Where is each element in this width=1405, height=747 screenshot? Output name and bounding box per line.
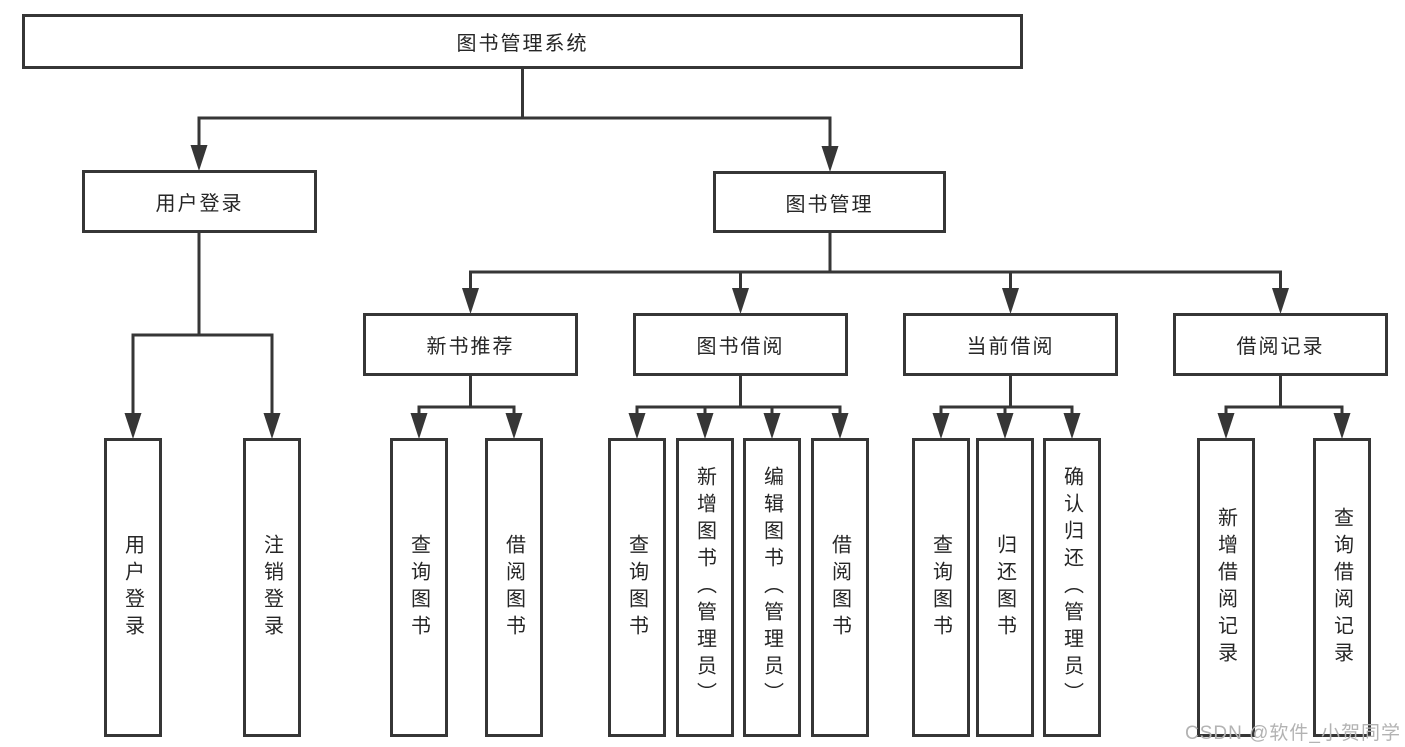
arrowhead-icon xyxy=(190,145,208,171)
node-leaf-logout: 注销登录 xyxy=(243,438,301,737)
arrowhead-icon xyxy=(628,413,646,439)
node-new-book-rec: 新书推荐 xyxy=(363,313,578,376)
arrowhead-icon xyxy=(1063,413,1081,439)
arrowhead-icon xyxy=(696,413,714,439)
node-leaf-cb-confirm: 确认归还（管理员） xyxy=(1043,438,1101,737)
node-leaf-br-query-record: 查询借阅记录 xyxy=(1313,438,1371,737)
node-leaf-bb-query-book: 查询图书 xyxy=(608,438,666,737)
node-user-login: 用户登录 xyxy=(82,170,317,233)
arrowhead-icon xyxy=(831,413,849,439)
arrowhead-icon xyxy=(932,413,950,439)
arrowhead-icon xyxy=(821,146,839,172)
node-leaf-cb-query-book: 查询图书 xyxy=(912,438,970,737)
node-leaf-cb-return-book: 归还图书 xyxy=(976,438,1034,737)
arrowhead-icon xyxy=(996,413,1014,439)
arrowhead-icon xyxy=(124,413,142,439)
node-borrow-record: 借阅记录 xyxy=(1173,313,1388,376)
arrowhead-icon xyxy=(763,413,781,439)
arrowhead-icon xyxy=(1272,288,1289,314)
node-root: 图书管理系统 xyxy=(22,14,1023,69)
node-leaf-rec-borrow-book: 借阅图书 xyxy=(485,438,543,737)
node-book-borrow: 图书借阅 xyxy=(633,313,848,376)
arrowhead-icon xyxy=(1217,413,1235,439)
node-leaf-bb-borrow-book: 借阅图书 xyxy=(811,438,869,737)
node-leaf-rec-query-book: 查询图书 xyxy=(390,438,448,737)
node-current-borrow: 当前借阅 xyxy=(903,313,1118,376)
node-leaf-bb-add-book: 新增图书（管理员） xyxy=(676,438,734,737)
arrowhead-icon xyxy=(462,288,479,314)
node-leaf-bb-edit-book: 编辑图书（管理员） xyxy=(743,438,801,737)
arrowhead-icon xyxy=(410,413,428,439)
arrowhead-icon xyxy=(732,288,749,314)
arrowhead-icon xyxy=(263,413,281,439)
node-leaf-br-add-record: 新增借阅记录 xyxy=(1197,438,1255,737)
node-book-mgmt: 图书管理 xyxy=(713,171,946,233)
arrowhead-icon xyxy=(1333,413,1351,439)
arrowhead-icon xyxy=(505,413,523,439)
watermark: CSDN @软件_小贺同学 xyxy=(1185,723,1401,744)
arrowhead-icon xyxy=(1002,288,1019,314)
node-leaf-user-login: 用户登录 xyxy=(104,438,162,737)
